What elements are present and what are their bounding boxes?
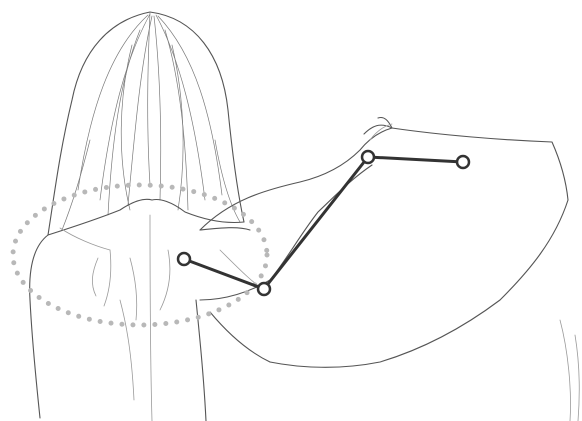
shoulder-joint [178,253,190,265]
upper-arm-bone [184,259,264,289]
hand-bone [368,157,463,162]
arm [200,117,392,300]
elbow-joint [258,283,270,295]
shoulder-highlight-ring [13,185,267,325]
wing-shape [210,128,579,421]
torso [30,215,250,421]
hair [48,12,244,235]
wrist-joint [362,151,374,163]
hand-joint [457,156,469,168]
